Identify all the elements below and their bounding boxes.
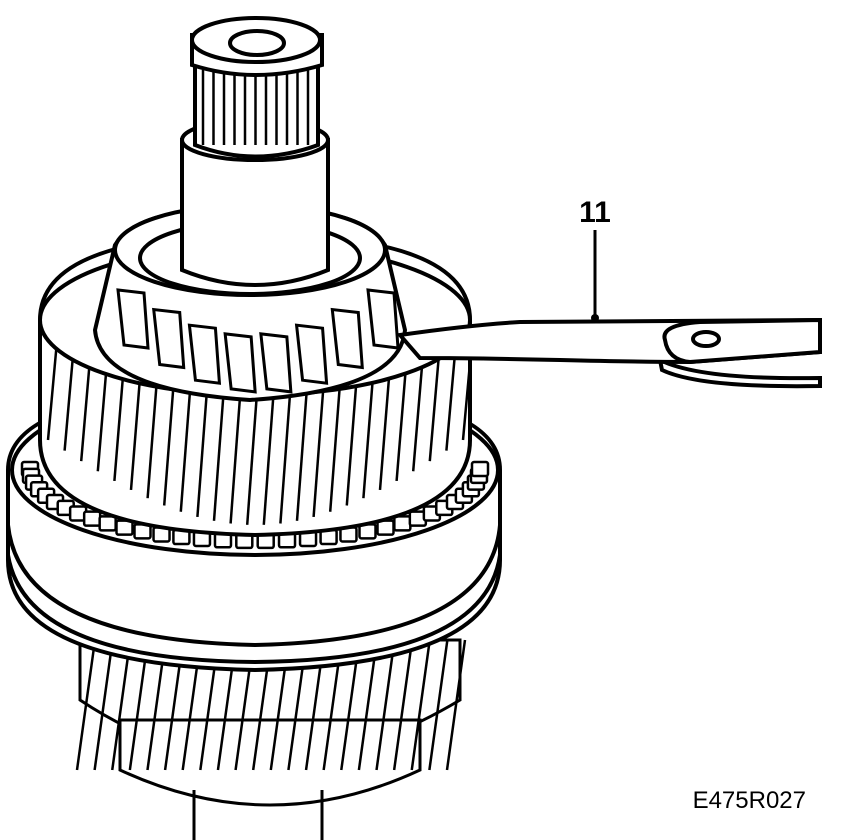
roller: [116, 288, 150, 350]
lower-gear-tooth: [392, 639, 414, 771]
lower-gear-tooth: [410, 639, 432, 771]
roller: [187, 323, 222, 385]
gear-tooth: [229, 388, 242, 524]
lower-gear-tooth: [75, 639, 97, 771]
gear-tooth: [245, 389, 259, 525]
figure-id: E475R027: [693, 787, 806, 814]
lower-gear-tooth: [445, 639, 467, 771]
gear-tooth: [162, 376, 176, 506]
roller: [223, 332, 257, 394]
gear-tooth: [411, 351, 425, 472]
lower-gear-tooth: [428, 639, 449, 771]
output-shaft: [180, 16, 330, 287]
gear-tooth: [345, 376, 359, 506]
gear-tooth: [378, 365, 392, 491]
roller: [259, 332, 293, 394]
gear-tooth: [179, 380, 193, 512]
lower-gear-tooth: [357, 639, 379, 771]
dog-tooth: [98, 515, 117, 532]
lever-tool: [396, 317, 822, 389]
gear-tooth: [328, 380, 342, 512]
gear-tooth: [129, 365, 143, 491]
roller: [294, 323, 329, 385]
lower-gear-tooth: [110, 639, 132, 771]
lower-gear-tooth: [375, 639, 396, 771]
gear-tooth: [262, 389, 276, 525]
gear-tooth: [428, 344, 442, 462]
gear-tooth: [196, 384, 209, 518]
callout-leader-dot: [591, 314, 599, 322]
callout-label: 11: [579, 196, 611, 229]
roller: [330, 307, 364, 370]
roller: [366, 288, 400, 350]
roller: [152, 307, 186, 370]
gear-tooth: [362, 370, 375, 499]
dog-tooth: [393, 515, 412, 532]
lower-gear-tooth: [93, 639, 114, 771]
gear-tooth: [212, 386, 226, 521]
dog-tooth: [82, 510, 102, 527]
gear-tooth: [146, 370, 159, 499]
gear-tooth: [395, 358, 408, 482]
dog-tooth: [470, 460, 490, 478]
gear-tooth: [312, 384, 325, 518]
gear-tooth: [295, 386, 309, 521]
gear-tooth: [279, 388, 292, 524]
dog-teeth-ring: [20, 460, 490, 550]
